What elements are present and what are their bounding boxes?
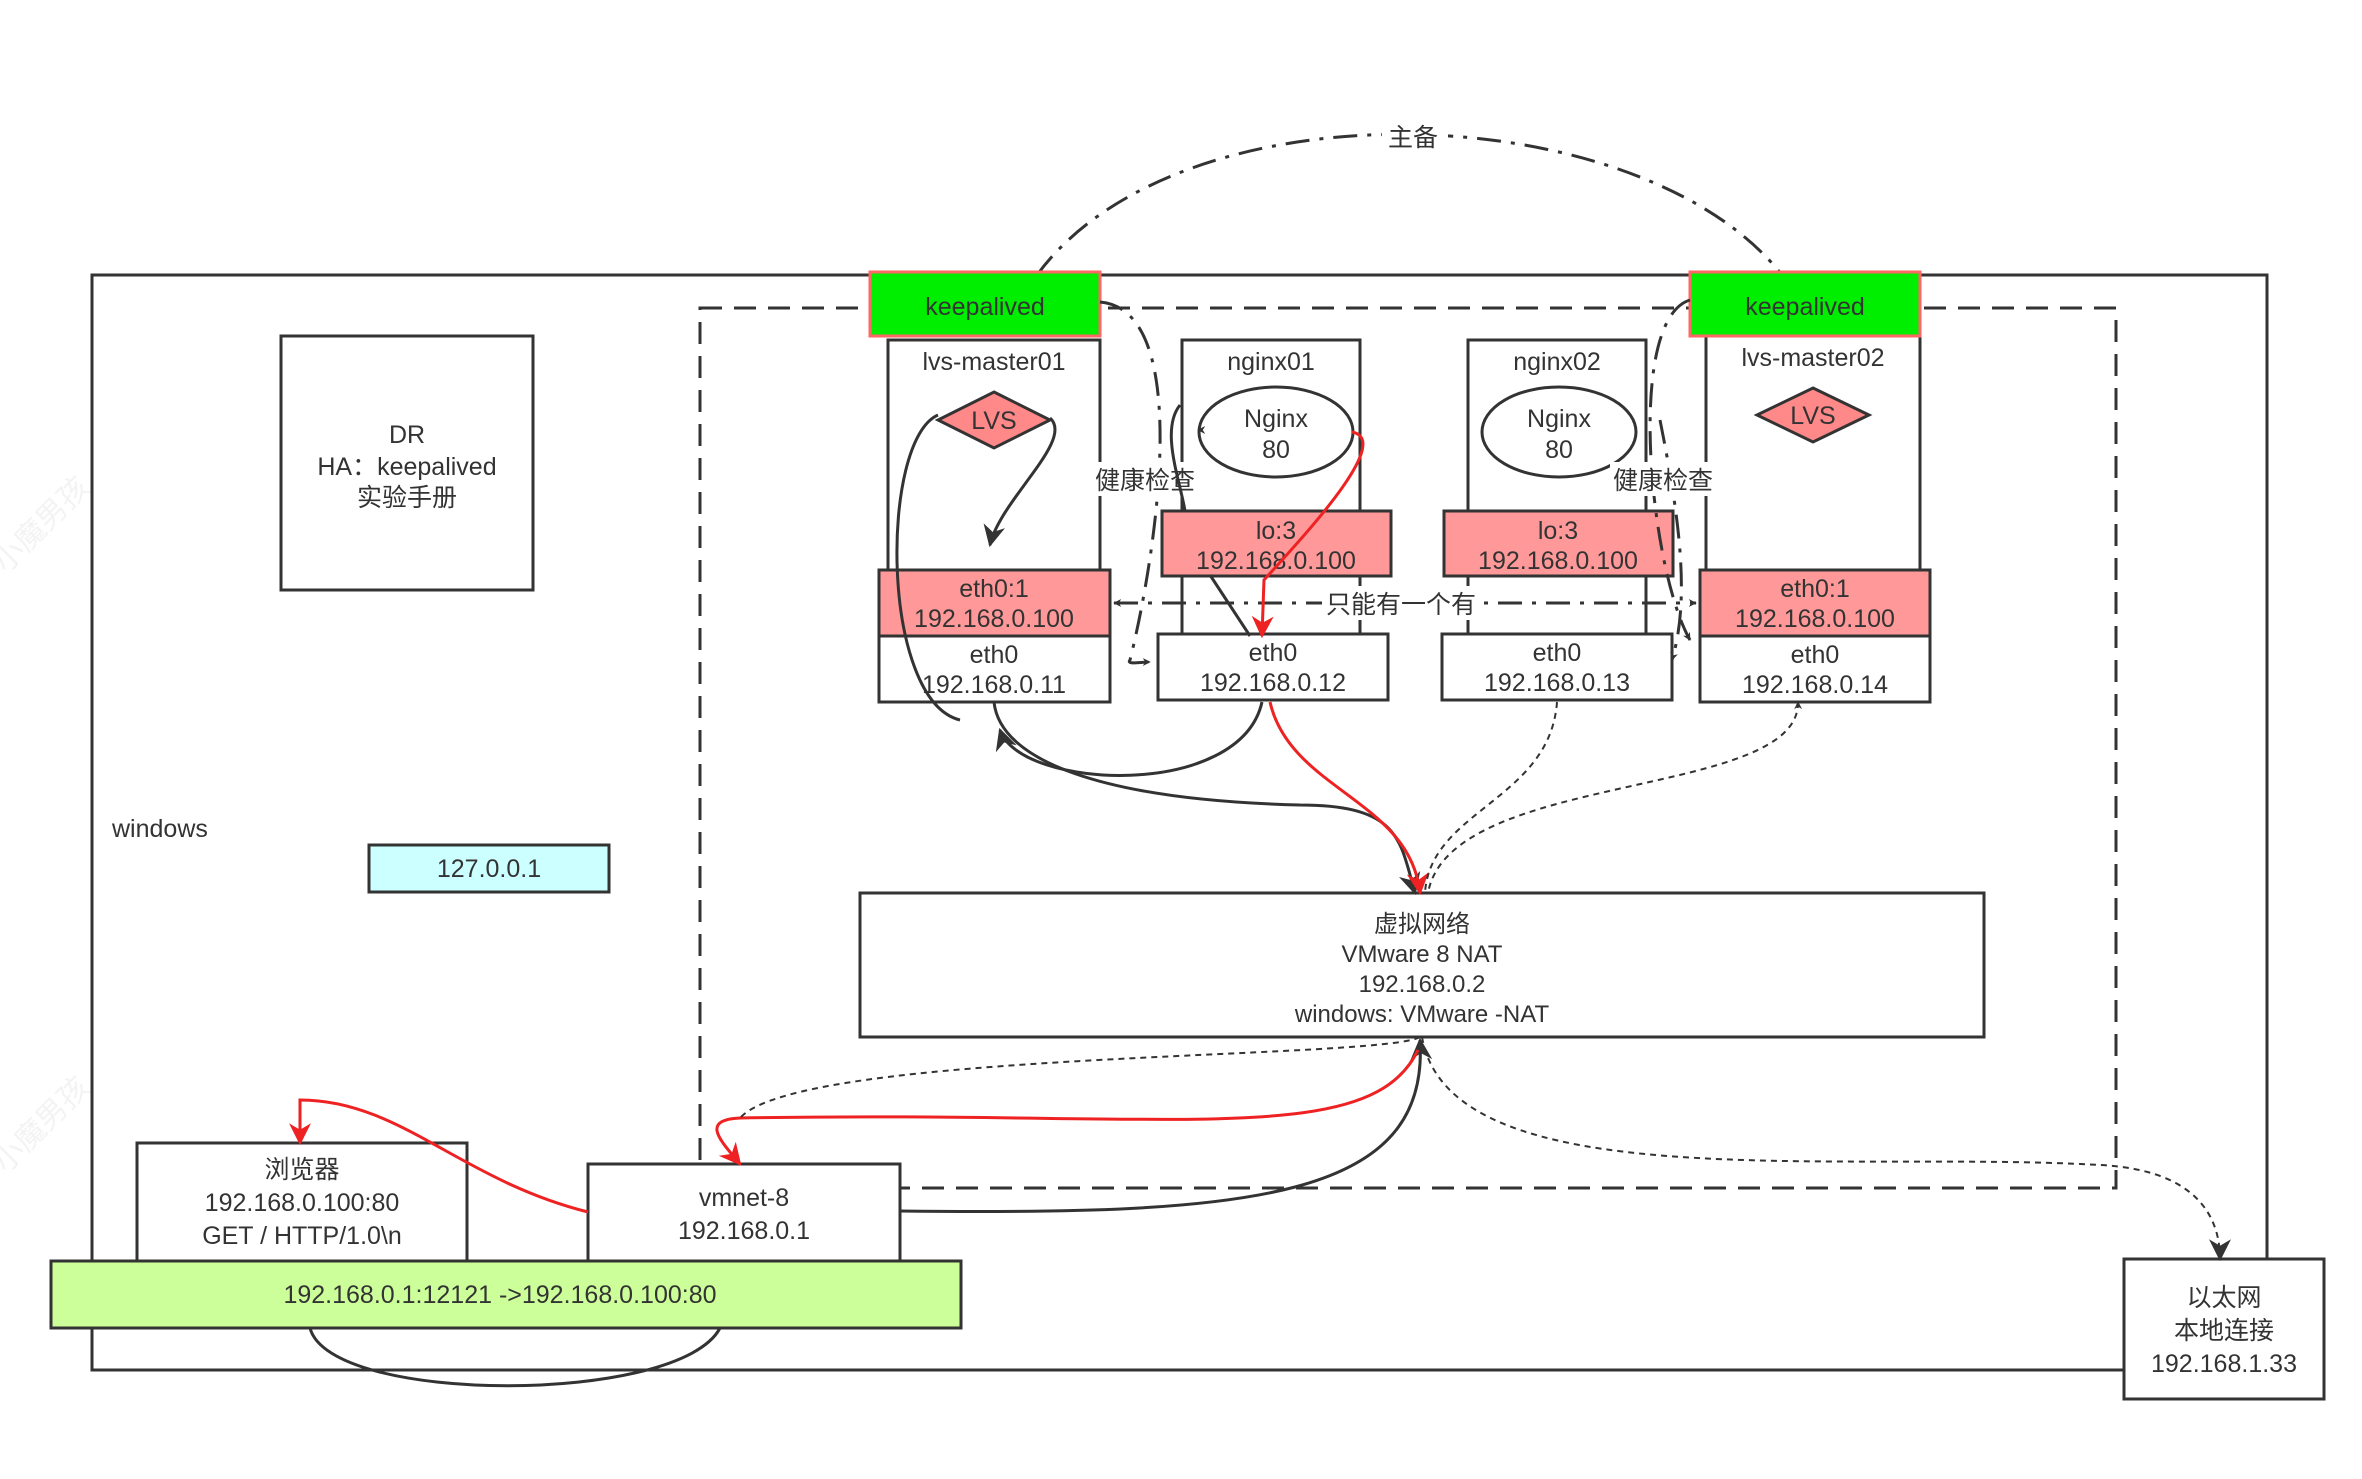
vmnet-line-1: vmnet-8 bbox=[699, 1184, 789, 1212]
lvs-label: LVS bbox=[1790, 402, 1835, 430]
eth0-name: eth0 bbox=[1791, 641, 1840, 669]
lvs-label: LVS bbox=[971, 407, 1016, 435]
browser-line-1: 浏览器 bbox=[264, 1156, 339, 1184]
vip-exclusive-label: 只能有一个有 bbox=[1326, 591, 1476, 619]
health-check-link-right-2 bbox=[1658, 419, 1683, 661]
vmnet-line-2: 192.168.0.1 bbox=[678, 1217, 810, 1245]
nginx-label: Nginx bbox=[1527, 405, 1591, 433]
flow-bar: 192.168.0.1:12121 ->192.168.0.100:80 bbox=[49, 1259, 963, 1330]
keepalived-right-label: keepalived bbox=[1745, 293, 1865, 321]
lvs-master02: lvs-master02 LVS eth0:1 192.168.0.100 et… bbox=[1698, 334, 1932, 704]
windows-host-box bbox=[90, 273, 2269, 1372]
vmnet-box: vmnet-8 192.168.0.1 bbox=[586, 1162, 902, 1265]
vip-ip: 192.168.0.100 bbox=[914, 605, 1074, 633]
windows-label: windows bbox=[111, 815, 208, 843]
eth0-ip: 192.168.0.13 bbox=[1484, 669, 1630, 697]
nginx01-red-flow bbox=[1251, 430, 1365, 639]
lvs-master02-title: lvs-master02 bbox=[1741, 344, 1884, 372]
keepalived-left-label: keepalived bbox=[925, 293, 1045, 321]
ethernet-box: 以太网 本地连接 192.168.1.33 bbox=[2122, 1257, 2326, 1401]
vnet-line-4: windows: VMware -NAT bbox=[1294, 1001, 1550, 1028]
lvs-diamond bbox=[934, 390, 1054, 450]
lo3-interface bbox=[1442, 509, 1675, 578]
nginx01-title: nginx01 bbox=[1227, 348, 1315, 376]
browser-line-2: 192.168.0.100:80 bbox=[205, 1189, 400, 1217]
vmnet-to-vnet bbox=[899, 1037, 1433, 1214]
vip-interface bbox=[1698, 568, 1932, 638]
health-check-link-left bbox=[1099, 300, 1162, 667]
keepalived-right: keepalived bbox=[1688, 270, 1922, 338]
nginx-port: 80 bbox=[1545, 436, 1573, 464]
nginx02: nginx02 Nginx 80 lo:3 192.168.0.100 eth0… bbox=[1440, 338, 1675, 702]
eth0-name: eth0 bbox=[1249, 639, 1298, 667]
vip-name: eth0:1 bbox=[1780, 575, 1850, 603]
vnet-line-3: 192.168.0.2 bbox=[1359, 971, 1486, 998]
vip-name: eth0:1 bbox=[959, 575, 1029, 603]
note-line-3: 实验手册 bbox=[357, 484, 457, 512]
vnet-to-vmnet-dotted bbox=[739, 1036, 1421, 1119]
eth0-interface bbox=[1440, 632, 1674, 702]
ethernet-line-3: 192.168.1.33 bbox=[2151, 1350, 2297, 1378]
master-backup-label: 主备 bbox=[1388, 124, 1438, 152]
flow-bar-label: 192.168.0.1:12121 ->192.168.0.100:80 bbox=[283, 1281, 716, 1309]
vnet-to-ethernet bbox=[1421, 1036, 2231, 1262]
vip-interface bbox=[877, 568, 1112, 638]
nginx-port: 80 bbox=[1262, 436, 1290, 464]
nginx-label: Nginx bbox=[1244, 405, 1308, 433]
loopback-box: 127.0.0.1 bbox=[367, 843, 611, 894]
vnet-line-1: 虚拟网络 bbox=[1374, 911, 1470, 938]
note-line-2: HA：keepalived bbox=[317, 453, 496, 481]
vnet-to-lvs bbox=[995, 701, 1264, 777]
note-line-1: DR bbox=[389, 421, 425, 449]
eth0-name: eth0 bbox=[970, 641, 1019, 669]
note-box: DR HA：keepalived 实验手册 bbox=[279, 334, 535, 592]
health-check-label-right: 健康检查 bbox=[1613, 467, 1713, 495]
vmnet-to-browser-red bbox=[289, 1098, 589, 1214]
flow-loop bbox=[308, 1327, 722, 1388]
eth0-ip: 192.168.0.14 bbox=[1742, 671, 1888, 699]
loopback-label: 127.0.0.1 bbox=[437, 855, 541, 883]
ethernet-line-1: 以太网 bbox=[2186, 1284, 2261, 1312]
watermark-1: 小魔男孩 bbox=[0, 471, 96, 579]
eth0-name: eth0 bbox=[1533, 639, 1582, 667]
vnet-to-vmnet-red bbox=[715, 1049, 1420, 1166]
lvs-diamond bbox=[1753, 386, 1873, 444]
nginx-process bbox=[1480, 385, 1638, 479]
nginx01-to-vnet-red bbox=[1268, 701, 1429, 896]
lvs02-to-vnet bbox=[1427, 701, 1803, 894]
vnet-line-2: VMware 8 NAT bbox=[1342, 941, 1503, 968]
eth0-interface bbox=[1698, 634, 1932, 704]
lo-name: lo:3 bbox=[1256, 517, 1296, 545]
watermark-2: 小魔男孩 bbox=[0, 1071, 96, 1179]
keepalived-left: keepalived bbox=[868, 270, 1102, 338]
eth0-ip: 192.168.0.11 bbox=[922, 671, 1066, 699]
lvs-loop bbox=[895, 413, 1057, 722]
lo-ip: 192.168.0.100 bbox=[1196, 547, 1356, 575]
nginx01: nginx01 Nginx 80 lo:3 192.168.0.100 eth0… bbox=[1156, 338, 1393, 702]
lo-ip: 192.168.0.100 bbox=[1478, 547, 1638, 575]
nginx02-title: nginx02 bbox=[1513, 348, 1601, 376]
virtual-network: 虚拟网络 VMware 8 NAT 192.168.0.2 windows: V… bbox=[858, 891, 1986, 1039]
browser-box: 浏览器 192.168.0.100:80 GET / HTTP/1.0\n bbox=[135, 1141, 469, 1263]
nginx01-loop bbox=[1169, 404, 1252, 637]
vip-ip: 192.168.0.100 bbox=[1735, 605, 1895, 633]
browser-line-3: GET / HTTP/1.0\n bbox=[202, 1222, 402, 1250]
eth0-ip: 192.168.0.12 bbox=[1200, 669, 1346, 697]
lvs-master01-title: lvs-master01 bbox=[922, 348, 1065, 376]
nginx02-to-vnet bbox=[1424, 701, 1558, 894]
health-check-link-right bbox=[1648, 298, 1692, 641]
lvs-master01: lvs-master01 LVS eth0:1 192.168.0.100 et… bbox=[877, 338, 1112, 704]
vmware-zone bbox=[698, 306, 2118, 1190]
lo-name: lo:3 bbox=[1538, 517, 1578, 545]
ethernet-line-2: 本地连接 bbox=[2174, 1317, 2274, 1345]
master-backup-link bbox=[1035, 132, 1784, 276]
